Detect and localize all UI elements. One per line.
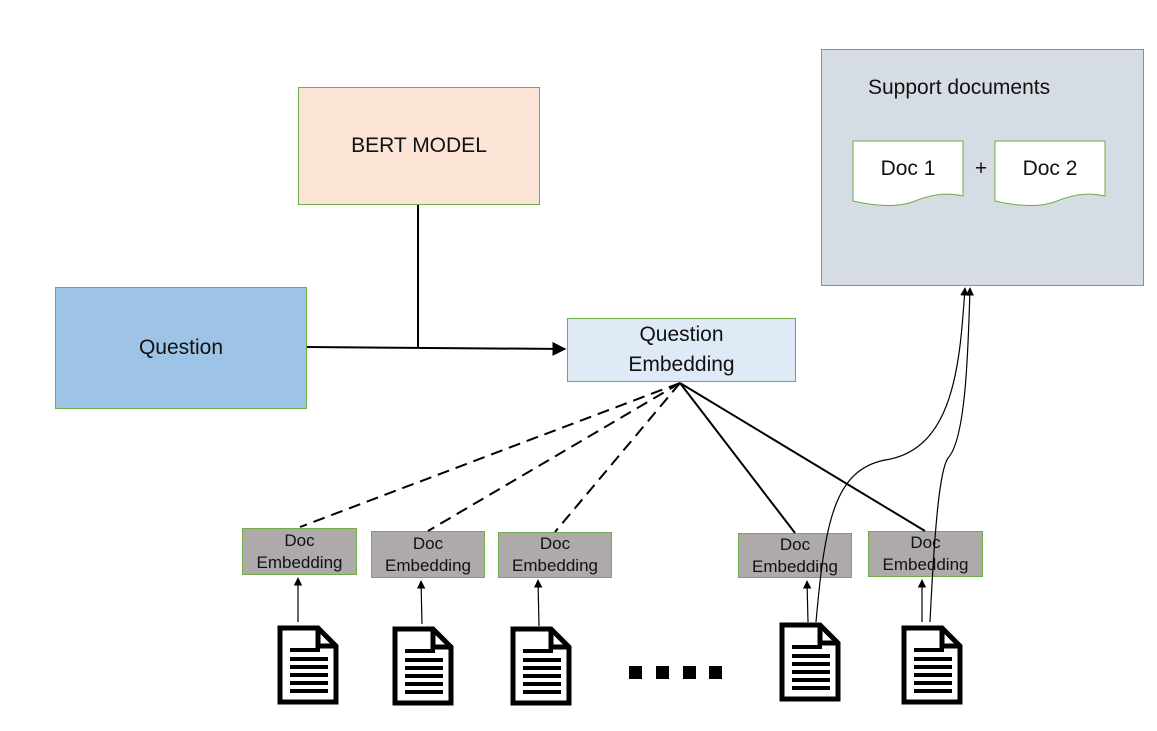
question-box: Question [55, 287, 307, 409]
question-to-embedding-arrow [306, 341, 567, 356]
dashed-link-2 [427, 382, 681, 532]
doc-embedding-box-3: Doc Embedding [498, 532, 612, 578]
doc-embedding-label-line1: Doc [539, 534, 571, 553]
doc-embedding-label-line1: Doc [284, 530, 315, 550]
support-plus-label: + [975, 157, 987, 180]
curve-to-support-1 [815, 287, 969, 623]
document-icon [779, 622, 841, 702]
curve-to-support-2 [929, 287, 974, 623]
doc-embedding-label-line1: Doc [779, 534, 811, 554]
doc-to-embedding-arrow-3 [533, 579, 543, 627]
doc-embedding-label-line2: Embedding [384, 555, 471, 575]
support-doc-2: Doc 2 [994, 140, 1106, 207]
doc-embedding-label-line1: Doc [412, 533, 444, 553]
bert-model-label: BERT MODEL [351, 134, 487, 157]
bert-model-box: BERT MODEL [298, 87, 540, 205]
question-embedding-label-line2: Embedding [628, 353, 735, 376]
doc-embedding-label-line2: Embedding [256, 552, 343, 572]
question-label: Question [138, 336, 224, 359]
doc-embedding-label-line2: Embedding [751, 556, 838, 576]
document-icon [277, 625, 339, 705]
document-icon [392, 626, 454, 706]
doc-embedding-box-1: Doc Embedding [242, 528, 357, 575]
solid-link-4 [679, 382, 796, 534]
doc-embedding-label-line2: Embedding [511, 556, 598, 575]
doc-embedding-box-4: Doc Embedding [738, 533, 852, 578]
support-documents-title: Support documents [868, 76, 1051, 99]
support-doc-2-label: Doc 2 [1023, 157, 1078, 180]
support-doc-1-label: Doc 1 [881, 157, 936, 180]
doc-embedding-box-5: Doc Embedding [868, 531, 983, 577]
ellipsis-squares [629, 666, 722, 679]
question-embedding-label-line1: Question [639, 323, 724, 346]
dashed-link-1 [299, 382, 681, 528]
document-icon [901, 625, 963, 705]
doc-embedding-label-line2: Embedding [882, 555, 969, 574]
document-icon [510, 626, 572, 706]
solid-link-5 [679, 382, 926, 532]
doc-embedding-box-2: Doc Embedding [371, 531, 485, 578]
support-doc-1: Doc 1 [852, 140, 964, 207]
dashed-link-3 [554, 382, 681, 533]
doc-to-embedding-arrow-2 [416, 580, 426, 625]
doc-embedding-label-line1: Doc [910, 533, 941, 552]
question-embedding-box: Question Embedding [567, 318, 796, 382]
doc-to-embedding-arrow-4 [802, 580, 812, 623]
